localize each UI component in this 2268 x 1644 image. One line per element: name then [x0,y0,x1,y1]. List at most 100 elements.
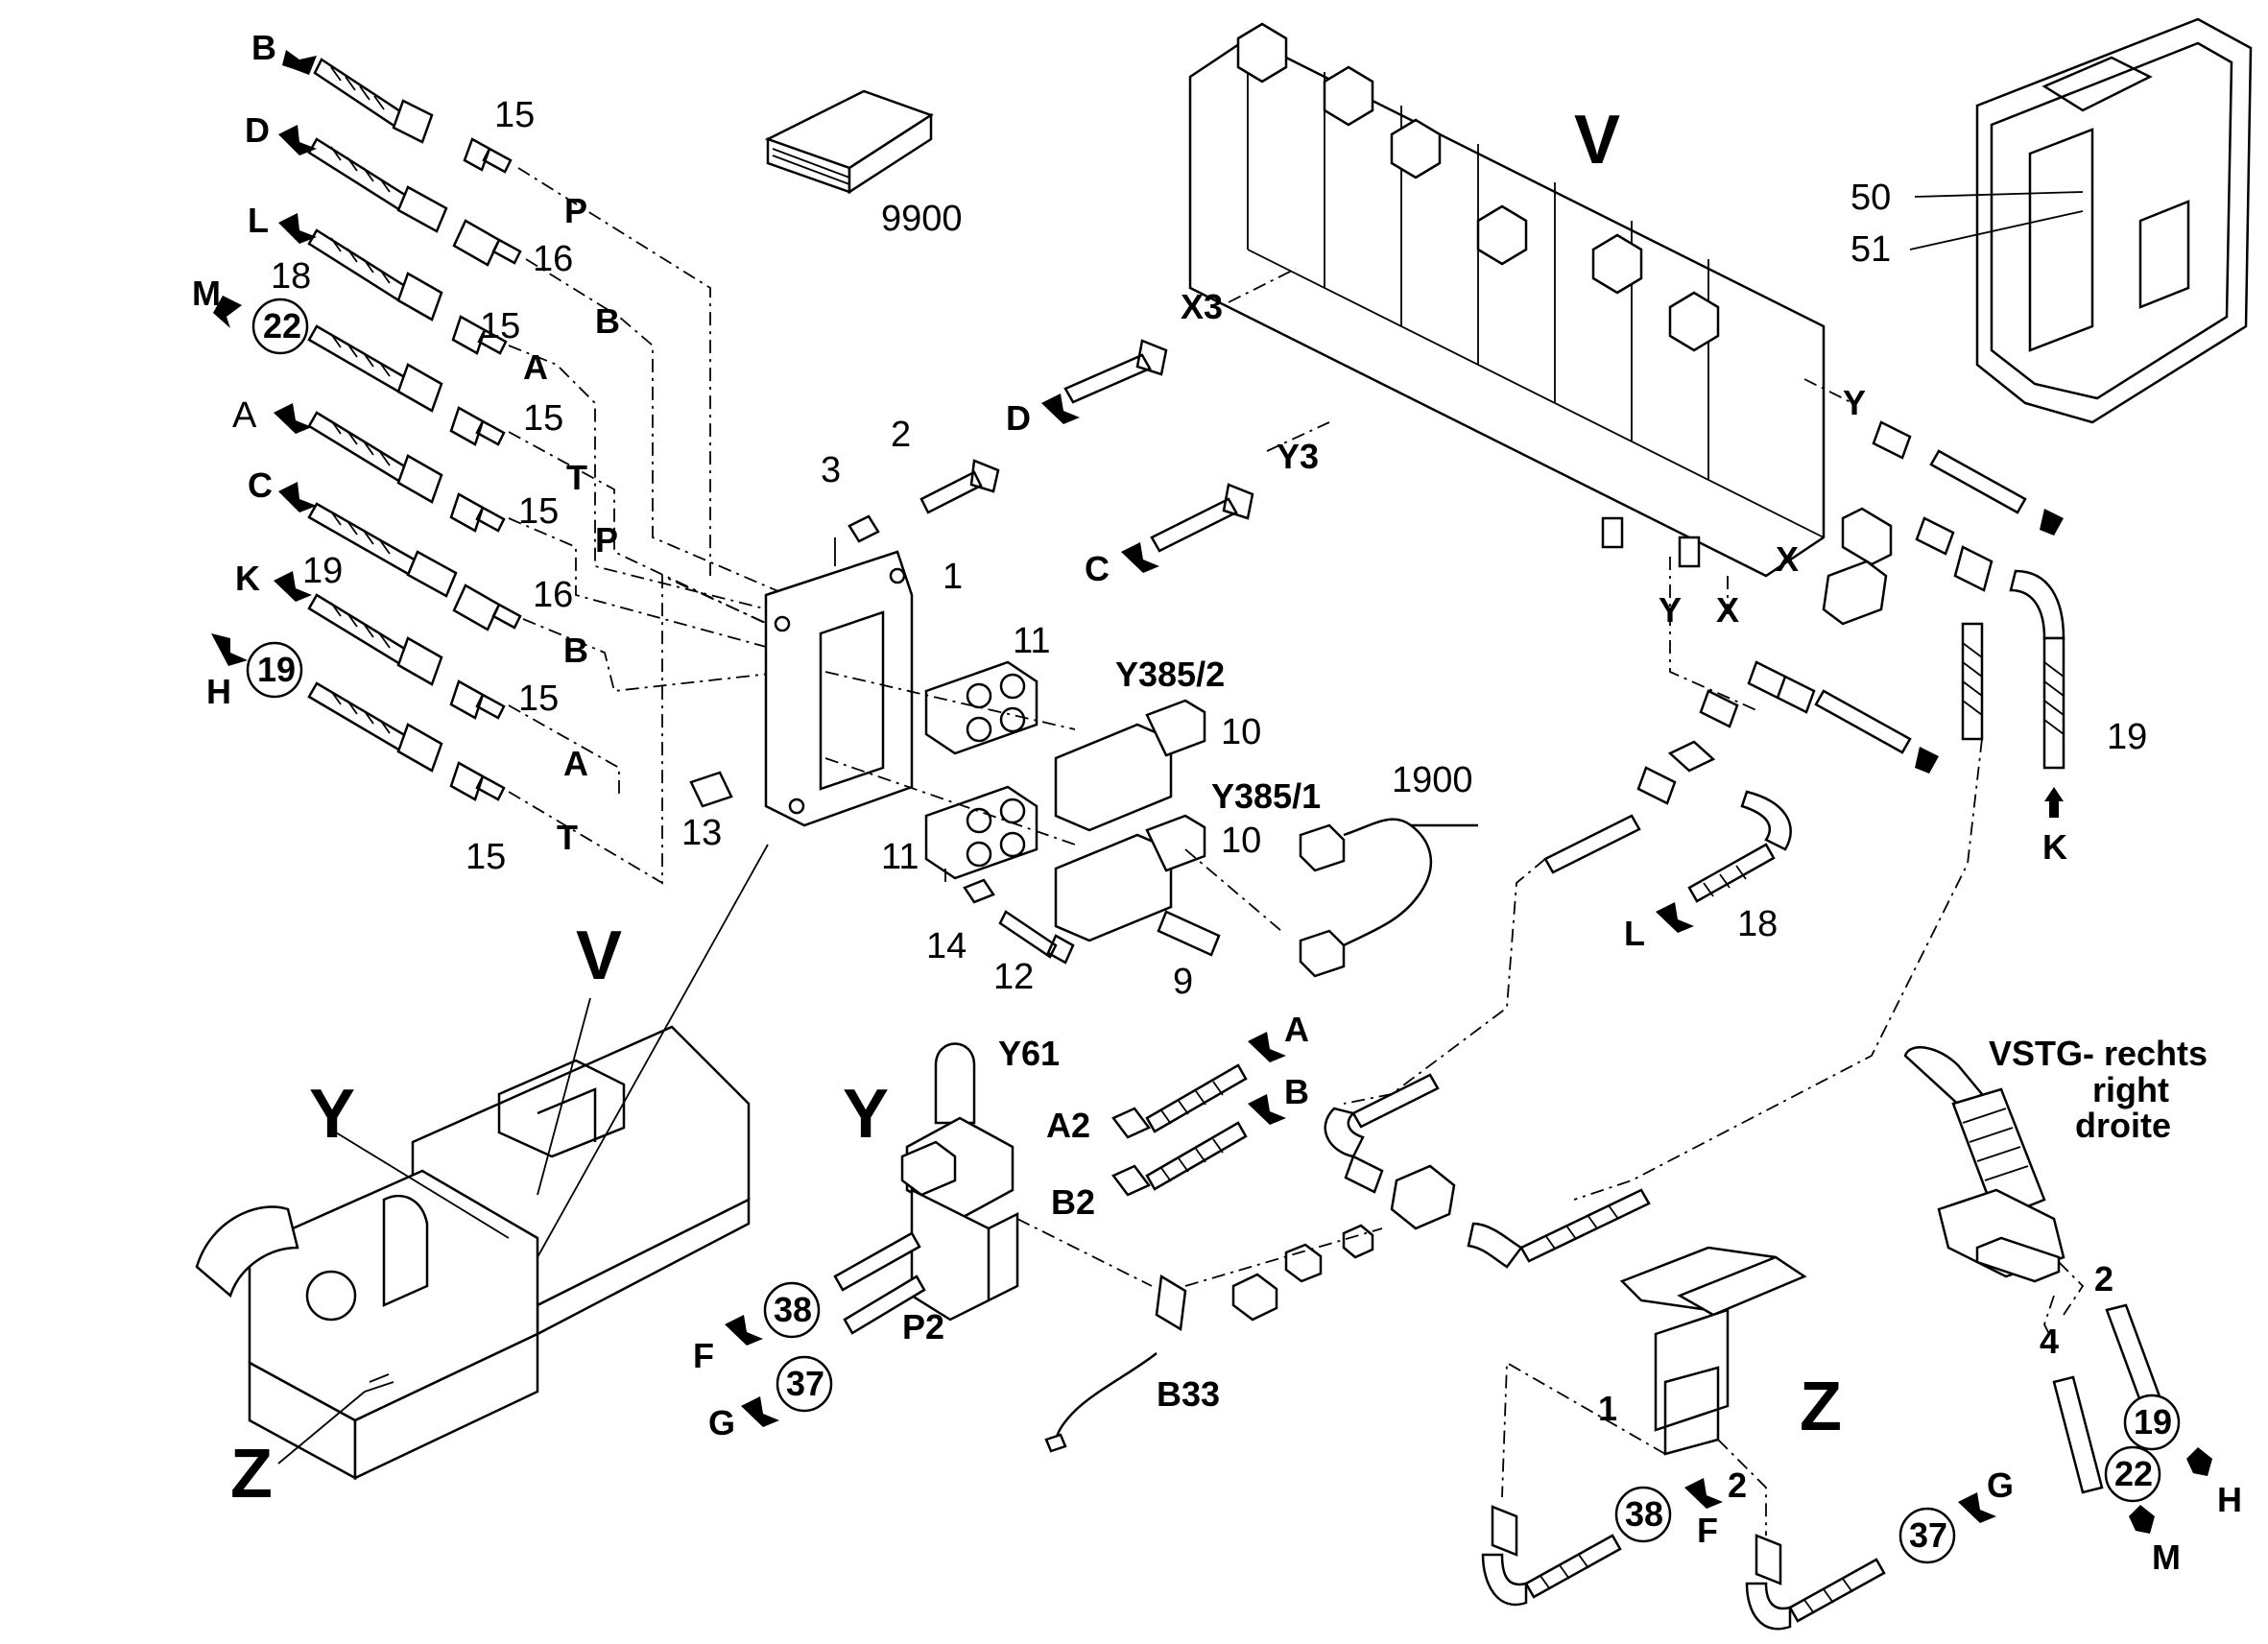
machine-overview: Y V Z [195,844,769,1513]
port-label-G-2: G [1987,1465,2014,1505]
part-label-2-vstg: 2 [2094,1259,2113,1299]
plate-1 [764,550,914,827]
valve-bank-V: V [1188,22,1826,578]
part-label-15: 15 [494,95,535,135]
solenoid-Y385-1 [1054,833,1173,942]
part-label-18: 18 [271,256,311,297]
arrow-right-mid [1915,747,1939,774]
port-label-H: H [206,672,231,711]
hose-vertical-right [2042,636,2065,770]
tee-fitting [1636,740,1716,805]
arrow-K [274,571,312,602]
port-label-D: D [245,110,270,150]
part-label-3: 3 [821,450,841,490]
solenoid-Y385-2 [1054,723,1173,832]
center-fittings [1324,1073,1651,1269]
callout-circle-19 [246,641,303,699]
part-label-19-2: 19 [2107,717,2147,757]
port-label-Y: Y [1843,383,1866,422]
view-label-V: V [1574,102,1620,179]
washer-3 [848,514,880,543]
label-Y385-2: Y385/2 [1115,655,1225,694]
callout-37: 37 [786,1364,824,1403]
part-label-19: 19 [302,551,343,591]
port-label-B-3: B [563,631,588,670]
arrow-K-2 [2044,787,2064,818]
valve-plate-assembly: 1 3 2 13 11 11 Y385/2 10 Y385/1 10 14 12… [681,415,1321,1002]
callout-38: 38 [774,1290,812,1329]
view-label-Y-overview: Y [309,1076,355,1153]
hose-row-7 [307,593,506,720]
part-label-18-2: 18 [1737,904,1778,944]
arrow-A-2 [1248,1032,1286,1062]
arrow-M-2 [2129,1505,2155,1534]
part-label-9900: 9900 [881,199,963,239]
callout-22: 22 [263,306,301,345]
fitting-Y-right [1872,420,1912,460]
arrow-C [278,482,317,512]
callout-circle-37 [776,1355,833,1413]
part-label-11: 11 [1013,621,1050,661]
part-label-10: 10 [1221,712,1261,752]
part-label-16: 16 [533,239,573,279]
callout-19: 19 [257,650,296,689]
part-label-15-6: 15 [466,837,506,877]
arrow-F-2 [1684,1478,1723,1509]
hose-row-3 [307,228,508,355]
port-label-H-2: H [2217,1480,2242,1519]
callout-circle-38 [763,1281,821,1339]
part-label-51: 51 [1850,229,1891,270]
fitting-X3 [1063,339,1168,404]
port-label-B-4: B [1284,1072,1309,1111]
vstg-label-line2: right [2092,1070,2169,1109]
view-label-Z: Z [1800,1369,1842,1445]
arrow-Y-right [2040,509,2064,536]
port-label-B: B [251,28,276,67]
part-label-15-5: 15 [518,679,559,719]
joystick-vstg: VSTG- rechts right droite 2 4 19 22 H M [1903,1034,2242,1577]
port-label-B2: B2 [1051,1182,1095,1222]
part-label-12: 12 [993,957,1034,997]
port-label-P: P [564,191,587,230]
callout-circle-22 [251,298,309,355]
port-label-Y3: Y3 [1277,437,1319,476]
view-label-V-overview: V [576,917,622,994]
port-label-A-3: A [563,744,588,783]
view-Z-assembly: Z 1 2 38 F 37 G [1481,1246,2014,1631]
port-label-C-2: C [1085,549,1110,588]
hose-row-6 [307,502,522,631]
bolt-12 [998,910,1075,965]
tee-X [1822,560,1888,626]
part-label-1900: 1900 [1392,760,1473,800]
fitting-Y3 [1150,483,1254,553]
hose-row-5 [307,411,506,533]
line-18-assembly: L 18 [1343,689,1983,1201]
elbow-X [1841,507,1893,566]
bolt-2 [919,459,1000,514]
part-label-50: 50 [1850,178,1891,218]
cab-50-51: 50 51 [1850,17,2253,424]
arrow-A [274,403,312,434]
port-label-K-2: K [2042,827,2067,867]
port-label-M-2: M [2152,1537,2181,1577]
arrow-B-2 [1248,1094,1286,1125]
port-label-D-2: D [1006,398,1031,438]
part-label-1: 1 [943,557,963,597]
port-label-G: G [708,1403,735,1442]
label-Y385-1: Y385/1 [1211,776,1321,816]
arrow-D [278,125,317,155]
part-label-15-4: 15 [518,491,559,532]
view-Y-assembly: Y Y61 A2 A B2 B P2 38 F 37 G B33 [693,1010,1383,1453]
port-label-K: K [235,559,260,598]
part-label-13: 13 [681,813,722,853]
valve-bank-ports: X3 D Y3 C Y X Y X 19 K [1006,268,2147,867]
nut-13 [689,771,733,808]
part-label-1-z: 1 [1598,1389,1617,1428]
arrow-H-2 [2186,1447,2212,1476]
part-label-4-vstg: 4 [2040,1322,2059,1361]
port-label-P-2: P [595,520,618,560]
sensor-B33 [1155,1274,1187,1332]
callout-22-vstg: 22 [2114,1454,2153,1493]
elbow-hose-19 [2009,569,2065,640]
screw-9 [1157,910,1221,957]
